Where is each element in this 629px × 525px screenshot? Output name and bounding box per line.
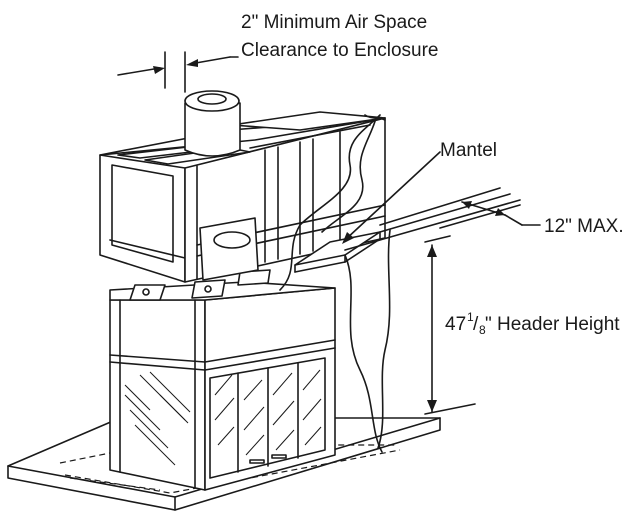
air-space-label-line1: 2" Minimum Air Space bbox=[241, 12, 427, 33]
header-height-dimension bbox=[424, 235, 476, 415]
air-space-label-line2: Clearance to Enclosure bbox=[241, 40, 439, 61]
mantel-depth-dimension bbox=[344, 187, 541, 251]
fireplace-body bbox=[109, 281, 336, 491]
mantel-leader bbox=[342, 151, 441, 244]
header-height-slash: / bbox=[473, 314, 479, 335]
header-height-label: 47 1 / 8 " Header Height bbox=[445, 310, 620, 337]
header-height-text: " Header Height bbox=[485, 314, 620, 335]
mantel-label: Mantel bbox=[440, 140, 497, 161]
standoff-brackets bbox=[129, 269, 271, 301]
mantel-max-label: 12" MAX. bbox=[544, 216, 624, 237]
air-space-dimension bbox=[117, 51, 239, 93]
framing-enclosure bbox=[99, 111, 386, 283]
wall-cutaway bbox=[279, 114, 391, 453]
header-height-numerator: 1 bbox=[467, 310, 474, 324]
flue-pipe bbox=[184, 90, 241, 157]
header-height-denominator: 8 bbox=[479, 323, 486, 337]
header-height-whole: 47 bbox=[445, 314, 466, 335]
